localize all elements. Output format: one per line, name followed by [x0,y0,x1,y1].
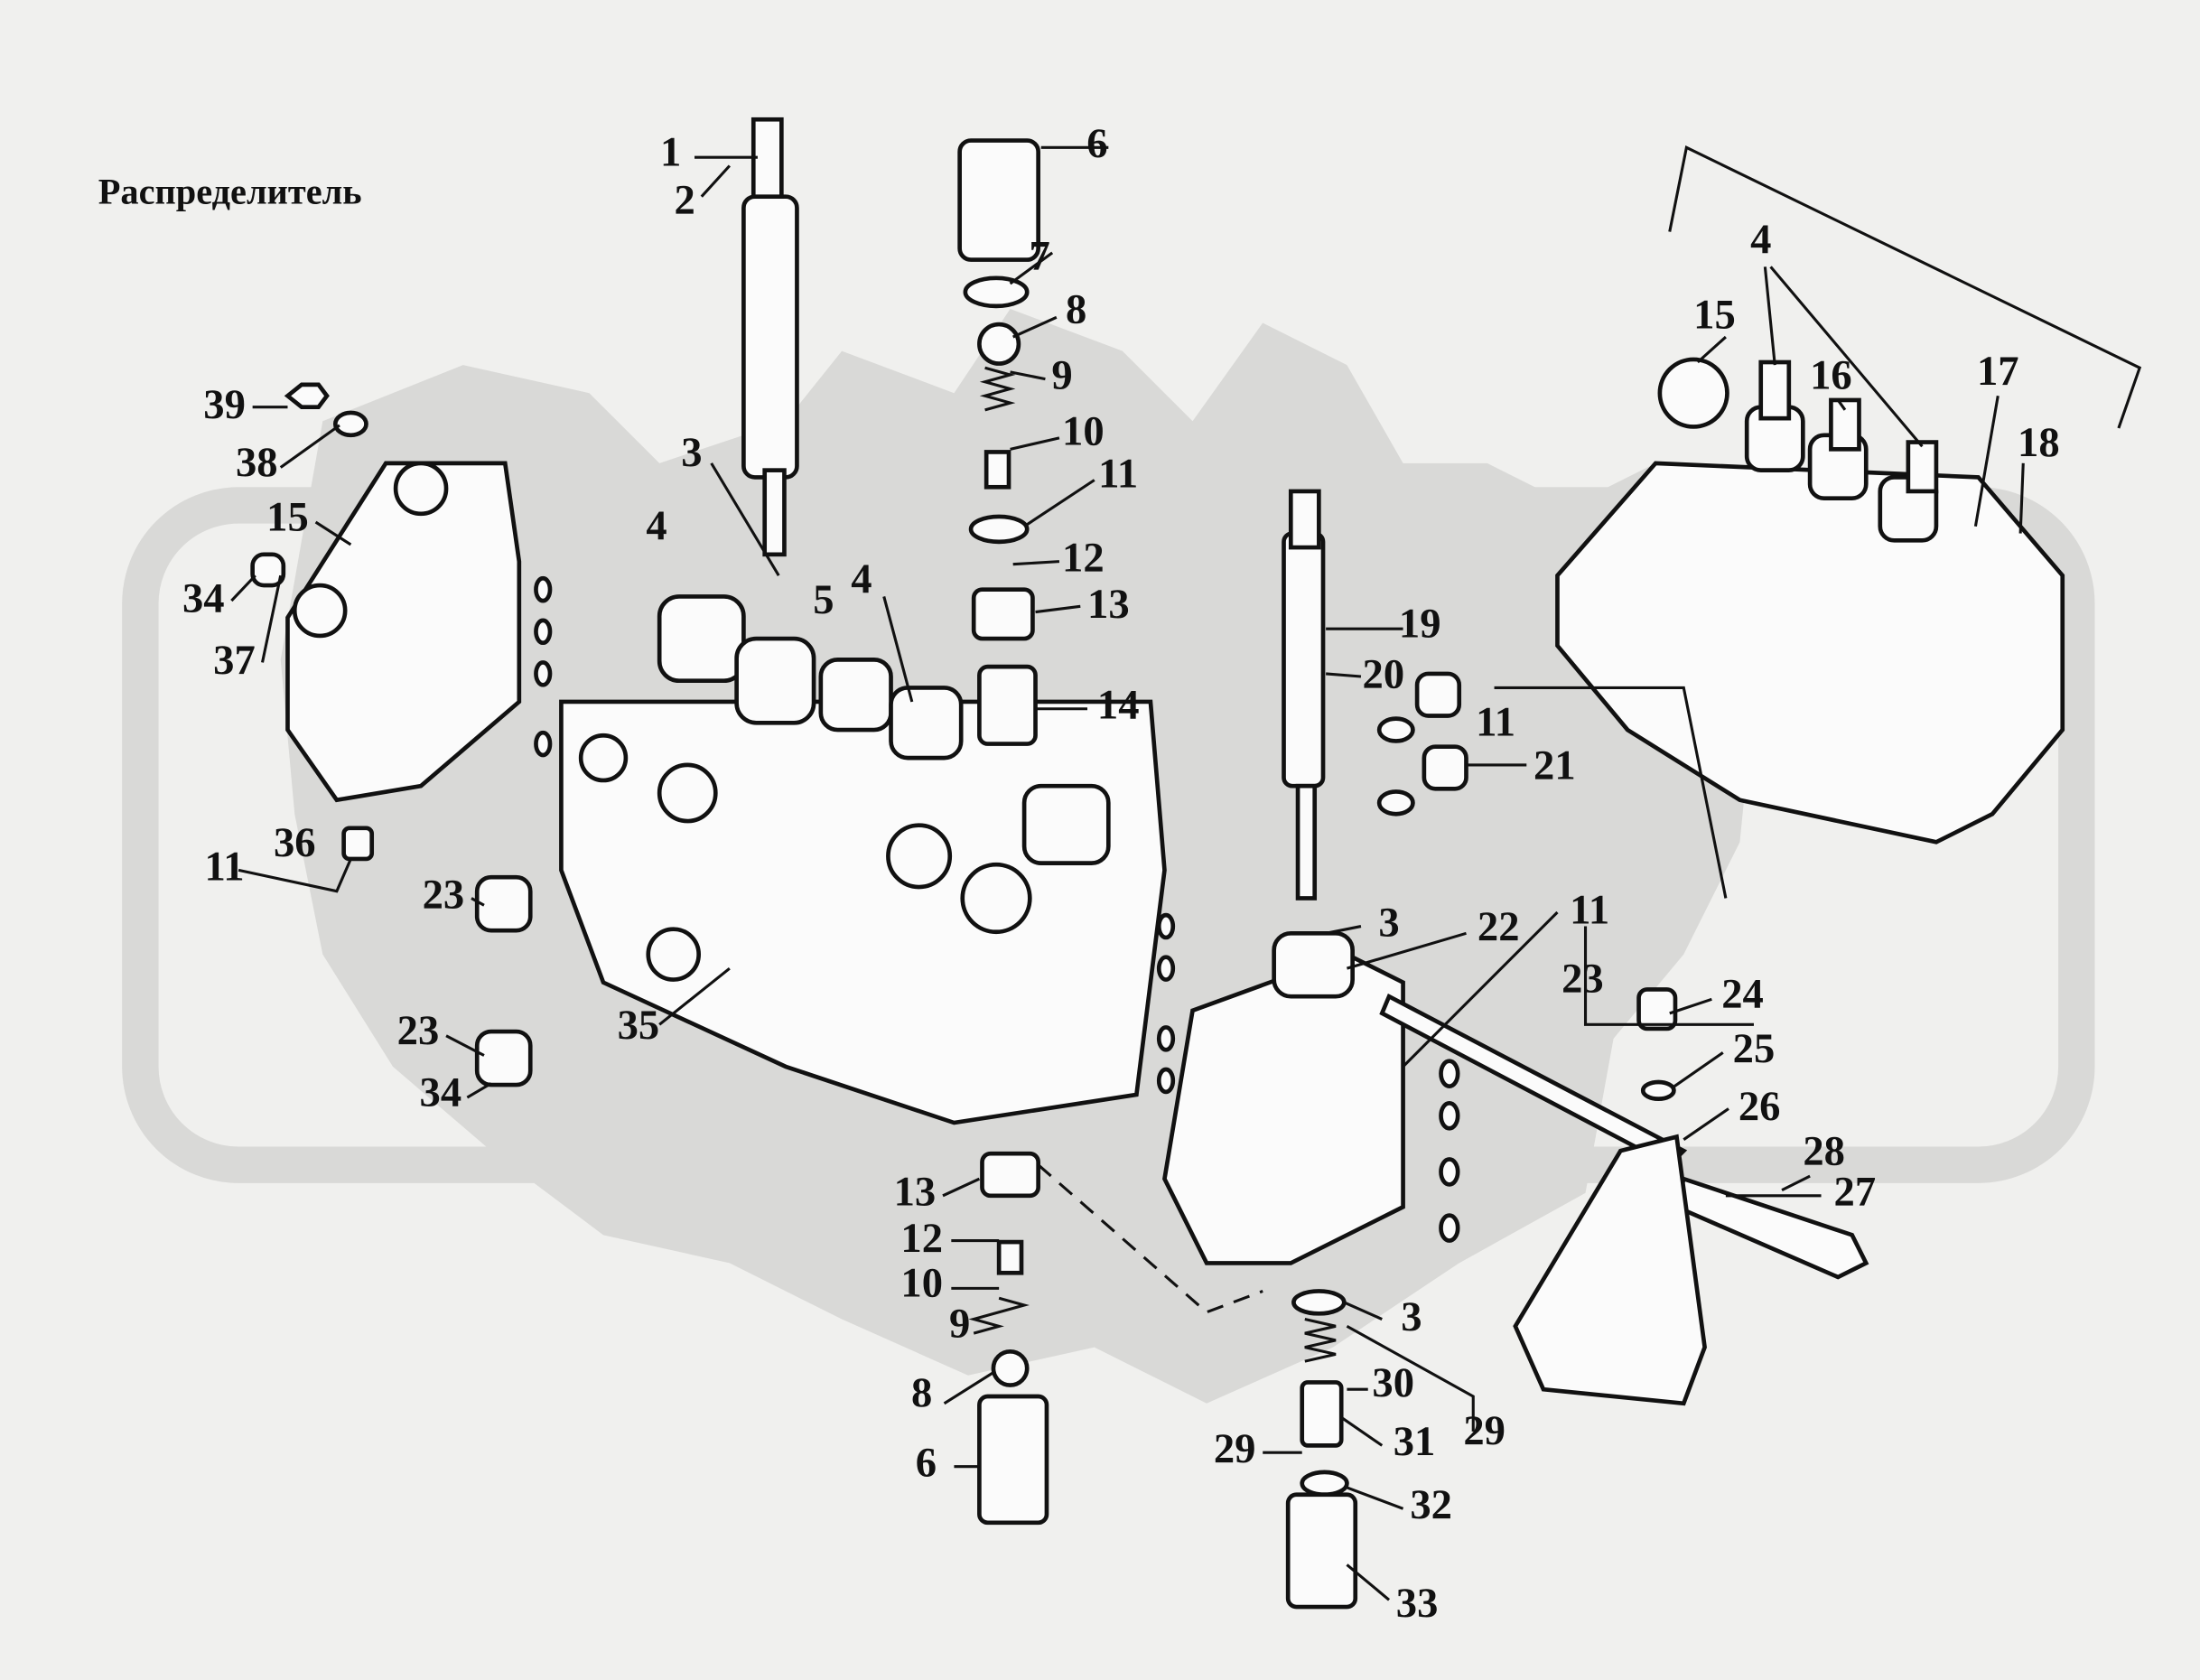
callout: 17 [1977,348,2019,395]
callout: 31 [1394,1418,1436,1465]
section-body [1162,952,1405,1265]
callout: 35 [618,1002,660,1049]
callout: 3 [1378,899,1399,946]
callout: 19 [1399,601,1441,648]
callout: 4 [851,555,872,602]
callout: 23 [1561,956,1604,1003]
callout: 8 [911,1369,932,1416]
callout: 5 [813,576,834,623]
callout: 11 [1570,886,1609,933]
callout: 6 [916,1440,937,1487]
leader-lines [230,145,2025,1601]
assembled-distributor [1555,461,2065,845]
callout: 20 [1363,650,1405,697]
callout: 23 [397,1007,440,1054]
callout: 15 [1693,292,1736,339]
callout: 11 [1476,698,1515,745]
callout: 27 [1834,1169,1877,1216]
callout: 29 [1463,1407,1506,1454]
callout: 12 [1062,534,1105,581]
callout: 13 [894,1169,937,1216]
callout: 32 [1410,1481,1452,1528]
callout: 23 [423,871,465,918]
callout: 33 [1396,1580,1439,1627]
callout: 11 [205,843,245,890]
callout: 39 [203,381,246,428]
callout: 28 [1803,1128,1845,1175]
callout: 26 [1739,1083,1781,1130]
callout: 2 [674,176,694,223]
callout: 13 [1087,581,1130,628]
callout: 37 [213,637,256,684]
callout: 12 [900,1215,943,1262]
callout: 29 [1214,1425,1256,1472]
part-drawings [238,117,2142,1610]
callout: 3 [1401,1293,1422,1340]
callout: 22 [1478,903,1520,950]
callout: 7 [1030,232,1050,279]
callout: 3 [681,429,702,476]
callout: 15 [266,493,309,540]
callout: 24 [1721,971,1764,1018]
callout: 9 [1051,352,1072,399]
callout: 6 [1086,120,1107,167]
callout: 34 [182,575,225,622]
diagram-title: Распределитель [98,171,362,211]
callout: 14 [1097,682,1140,729]
callout: 18 [2018,419,2060,466]
callout: 38 [236,439,278,486]
callout: 36 [274,819,316,866]
callout: 11 [1098,450,1138,497]
callout: 10 [1062,408,1105,455]
callout: 10 [900,1260,943,1307]
callout: 25 [1733,1025,1776,1072]
callout: 4 [1750,216,1771,263]
callout: 21 [1533,742,1576,789]
callout: 8 [1066,286,1086,333]
callout: 9 [949,1301,970,1348]
callout: 30 [1372,1359,1414,1406]
callout: 1 [660,129,681,176]
callouts: 1 2 6 7 8 9 10 11 3 12 13 4 5 4 14 19 20… [182,120,2060,1627]
callout: 34 [420,1069,462,1115]
callout: 4 [646,502,667,549]
callout: 16 [1810,352,1852,399]
